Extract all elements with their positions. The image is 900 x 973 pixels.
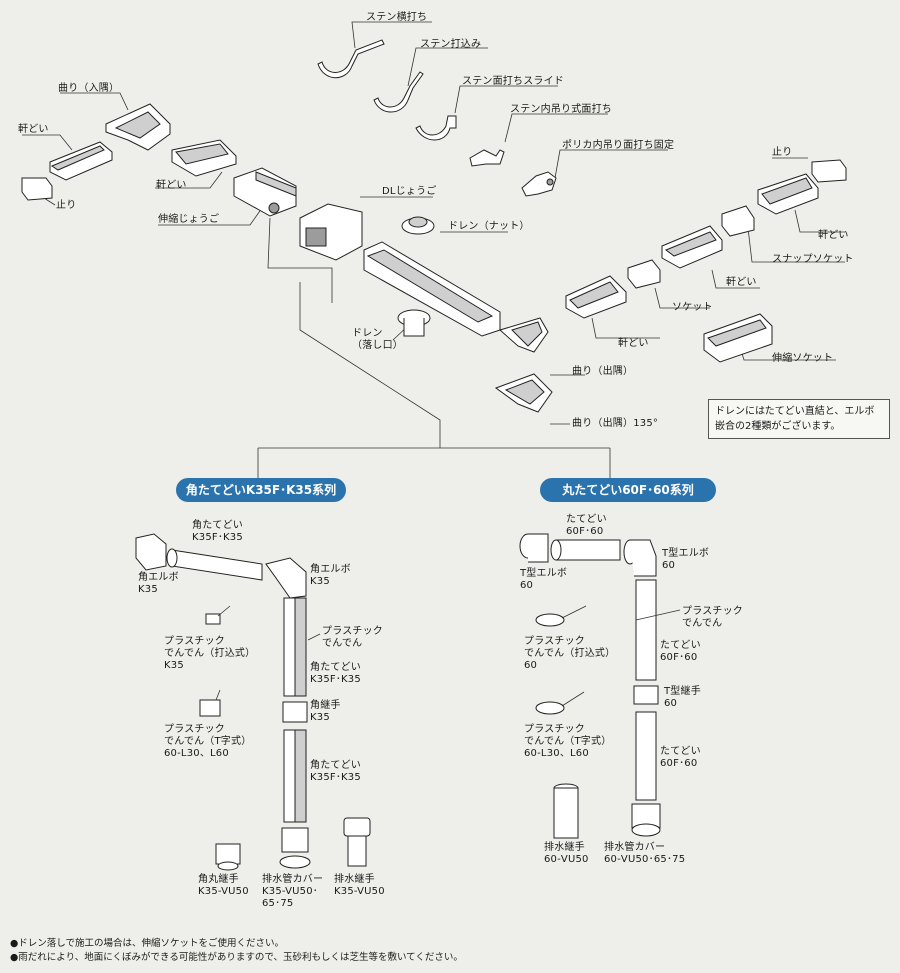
k35-pipe-horizontal (166, 548, 263, 581)
r60-elbow-right (623, 539, 657, 577)
label-kaku-tatedoi-top: 角たてどい K35F･K35 (192, 520, 243, 543)
label-t-tsugite: T型継手 60 (664, 686, 701, 709)
label-haisui-cover-r: 排水管カバー 60-VU50･65･75 (604, 842, 686, 865)
drain-nut (401, 216, 435, 235)
label-kaku-elbow-left: 角エルボ K35 (138, 572, 179, 595)
label-noki-l1: 軒どい (18, 124, 49, 135)
label-plastic-denden-k: プラスチック でんでん (322, 626, 383, 649)
label-sten-uchitsuri: ステン内吊り式面打ち (510, 104, 612, 115)
label-noki-c: 軒どい (618, 338, 649, 349)
stop-right (811, 159, 847, 183)
label-kaku-elbow-right: 角エルボ K35 (310, 564, 351, 587)
bracket-sten-yoko (317, 39, 385, 79)
r60-pipe-horizontal (550, 539, 621, 561)
dl-jougo (299, 203, 363, 261)
label-snap-socket: スナップソケット (772, 254, 854, 265)
r60-pipe-2 (635, 711, 657, 801)
label-haisui-tsugite-r: 排水継手 60-VU50 (544, 842, 589, 865)
k35-denden-uchikomi (205, 605, 231, 625)
label-t-elbow-right: T型エルボ 60 (662, 548, 710, 571)
r60-t-joint (633, 685, 659, 705)
label-kaku-tsugite: 角継手 K35 (310, 700, 341, 723)
r60-drain-cover (631, 803, 661, 837)
label-plastic-tji-r: プラスチック でんでん（T字式） 60-L30、L60 (524, 724, 612, 759)
footnote-2: ●雨だれにより、地面にくぼみができる可能性がありますので、玉砂利もしくは芝生等を… (10, 952, 463, 963)
bracket-polyca (521, 171, 557, 197)
label-dl-jougo: DLじょうご (382, 186, 437, 197)
label-plastic-uchikomi-r: プラスチック でんでん（打込式） 60 (524, 636, 616, 671)
label-tatedoi-top-r: たてどい 60F･60 (566, 514, 607, 537)
expansion-jougo (233, 167, 297, 217)
label-magari-irisumi: 曲り（入隅） (58, 83, 120, 94)
label-sten-uchikomi: ステン打込み (420, 39, 482, 50)
label-noki-r1: 軒どい (726, 277, 757, 288)
gutter-right-1 (661, 225, 723, 269)
r60-haisui (553, 783, 579, 839)
r60-denden-uchikomi (535, 605, 587, 627)
k35-pipe-1 (283, 597, 307, 697)
label-tatedoi-r2: たてどい 60F･60 (660, 746, 701, 769)
label-kaku-tatedoi-1: 角たてどい K35F･K35 (310, 662, 361, 685)
label-noki-r2: 軒どい (818, 230, 849, 241)
series-badge-kaku: 角たてどいK35F･K35系列 (176, 478, 346, 502)
label-tomari-l: 止り (56, 200, 77, 211)
gutter-right-2 (757, 173, 819, 215)
k35-drain-cover (279, 827, 311, 869)
label-plastic-denden-r: プラスチック でんでん (682, 606, 743, 629)
stop-left (21, 177, 53, 201)
label-tatedoi-r1: たてどい 60F･60 (660, 640, 701, 663)
label-plastic-uchikomi-k: プラスチック でんでん（打込式） K35 (164, 636, 256, 671)
label-drain-nut: ドレン（ナット） (448, 221, 530, 232)
r60-elbow-left (519, 533, 549, 563)
corner-outer-135 (494, 373, 553, 413)
label-sten-yoko: ステン横打ち (366, 12, 428, 23)
gutter-right-c (565, 275, 627, 319)
label-haisui-cover-k: 排水管カバー K35-VU50･ 65･75 (262, 874, 324, 909)
k35-joint (282, 701, 308, 723)
bracket-sten-uchikomi (373, 71, 424, 113)
label-plastic-tji-k: プラスチック でんでん（T字式） 60-L30、L60 (164, 724, 252, 759)
footnote-1: ●ドレン落しで施工の場合は、伸縮ソケットをご使用ください。 (10, 938, 285, 949)
k35-haisui (343, 817, 371, 867)
label-shinshuku-jougo: 伸縮じょうご (158, 214, 220, 225)
r60-denden-tji (535, 691, 585, 715)
k35-leaders (307, 633, 321, 641)
bracket-sten-uchitsuri (469, 149, 505, 167)
gutter-corner-inner (105, 103, 171, 151)
label-sten-men-slide: ステン面打ちスライド (462, 76, 564, 87)
bracket-sten-men-slide (415, 115, 457, 141)
gutter-left-1 (49, 141, 113, 181)
k35-kakumaru (215, 843, 241, 871)
corner-outer (498, 317, 549, 353)
k35-pipe-2 (283, 729, 307, 823)
label-magari-desumi: 曲り（出隅） (572, 366, 634, 377)
label-polyca: ポリカ内吊り面打ち固定 (562, 140, 675, 151)
snap-socket-part (721, 205, 755, 237)
socket-part (627, 259, 661, 289)
r60-pipe-1 (635, 579, 681, 681)
k35-denden-tji (199, 689, 221, 717)
label-drain-otoshi: ドレン （落し口） (352, 328, 403, 351)
label-kakumaru-tsugite: 角丸継手 K35-VU50 (198, 874, 249, 897)
label-haisui-tsugite-k: 排水継手 K35-VU50 (334, 874, 385, 897)
label-socket: ソケット (672, 302, 713, 313)
k35-elbow-left (135, 533, 167, 571)
series-badge-maru: 丸たてどい60F･60系列 (540, 478, 716, 502)
drain-note: ドレンにはたてどい直結と、エルボ 嵌合の2種類がございます。 (708, 399, 890, 439)
drain-outlet (397, 309, 431, 337)
leader-lines (22, 21, 845, 490)
long-gutter-center (363, 241, 501, 337)
expansion-socket (703, 313, 773, 363)
label-shinshuku-socket: 伸縮ソケット (772, 353, 834, 364)
label-tomari-r: 止り (772, 147, 793, 158)
gutter-left-2 (171, 139, 237, 177)
label-noki-l2: 軒どい (156, 180, 187, 191)
label-kaku-tatedoi-2: 角たてどい K35F･K35 (310, 760, 361, 783)
label-t-elbow-left: T型エルボ 60 (520, 568, 568, 591)
label-magari-desumi135: 曲り（出隅）135° (572, 418, 659, 429)
k35-elbow-right (265, 557, 307, 599)
